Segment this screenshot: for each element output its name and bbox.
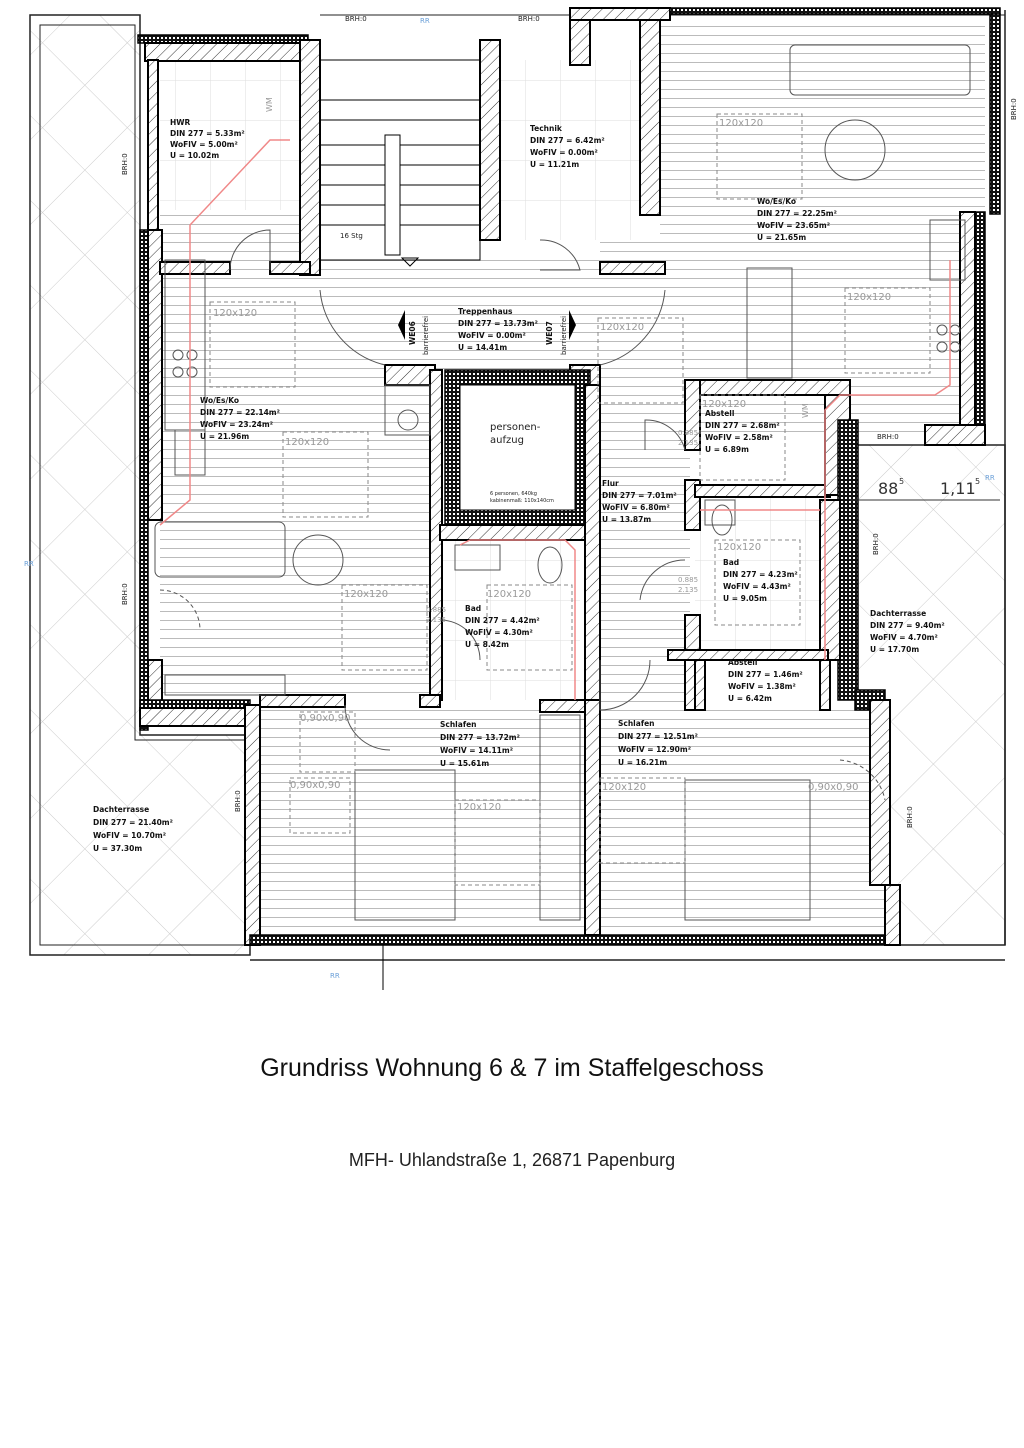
turn-circle-label: 120x120: [719, 118, 763, 129]
brh-label: BRH:0: [872, 533, 880, 555]
brh-labels: BRH:0 BRH:0 BRH:0 BRH:0 BRH:0 BRH:0 BRH:…: [121, 15, 1018, 828]
door-width: 0.885: [678, 576, 698, 584]
brh-label: BRH:0: [121, 153, 129, 175]
rr-label: RR: [420, 17, 430, 25]
entrance-we06: WE06 barrierefrei: [398, 310, 430, 355]
drain-markers: RR RR RR RR: [24, 17, 995, 980]
rr-label: RR: [24, 560, 34, 568]
brh-label: BRH:0: [906, 806, 914, 828]
staircase: 16 Stg: [319, 59, 481, 267]
brh-label: BRH:0: [121, 583, 129, 605]
turn-circle-label: 120x120: [717, 542, 761, 553]
pipes: [159, 139, 951, 700]
dimension-88-sup: 5: [899, 477, 904, 486]
dining-table: [746, 267, 793, 379]
turn-circle-label: 120x120: [344, 589, 388, 600]
dimension-111: 1,11: [940, 479, 976, 498]
turn-circle-label: 120x120: [602, 782, 646, 793]
shower-label: 0,90x0,90: [808, 782, 858, 793]
barrierefrei-label: barrierefrei: [560, 316, 568, 355]
walls: [137, 7, 1001, 946]
elevator-spec: 6 personen, 640kg: [490, 491, 537, 497]
turn-circle-label: 120x120: [600, 322, 644, 333]
plan-address: MFH- Uhlandstraße 1, 26871 Papenburg: [348, 1150, 676, 1170]
washing-machine-label: WM: [265, 97, 274, 112]
stairs-count-label: 16 Stg: [340, 232, 363, 240]
brh-label: BRH:0: [1010, 98, 1018, 120]
brh-label: BRH:0: [877, 433, 899, 441]
rr-label: RR: [985, 474, 995, 482]
coffee-table-right: [824, 119, 886, 181]
barrierefrei-label: barrierefrei: [422, 316, 430, 355]
door-height: 2.135: [678, 439, 698, 447]
shower-label: 0,90x0,90: [290, 780, 340, 791]
elevator-label-1: personen-: [490, 422, 541, 433]
floor-plan-drawing: 16 Stg 120x120 120x120: [24, 7, 1018, 990]
wardrobe: [539, 714, 581, 921]
turn-circle-label: 120x120: [285, 437, 329, 448]
coffee-table-left: [292, 534, 344, 586]
turn-circle-label: 120x120: [847, 292, 891, 303]
dimension-88: 88: [878, 479, 898, 498]
elevator-label-2: aufzug: [490, 435, 524, 446]
door-width: 0.885: [426, 606, 446, 614]
sofa-left: [154, 521, 286, 578]
brh-label: BRH:0: [345, 15, 367, 23]
washing-machine-label: WM: [801, 403, 810, 418]
sofa-right: [789, 44, 971, 96]
plan-caption: Grundriss Wohnung 6 & 7 im Staffelgescho…: [260, 1054, 764, 1082]
door-width: 0.885: [678, 429, 698, 437]
dimension-111-sup: 5: [975, 477, 980, 486]
rr-label: RR: [330, 972, 340, 980]
turning-areas: 120x120 120x120 120x120 120x120 120x120 …: [209, 113, 931, 886]
furniture: [154, 44, 971, 921]
doors: [159, 229, 886, 801]
entrance-we07: WE07 barrierefrei: [545, 310, 576, 355]
brh-label: BRH:0: [518, 15, 540, 23]
dimensions: 88 5 1,11 5 0.885 2.135 0.885 2.135 0.88…: [265, 97, 1000, 624]
we06-label: WE06: [408, 321, 417, 345]
brh-label: BRH:0: [234, 790, 242, 812]
we07-label: WE07: [545, 321, 554, 345]
door-height: 2.135: [678, 586, 698, 594]
elevator: personen- aufzug 6 personen, 640kg kabin…: [490, 422, 554, 504]
turn-circle-label: 120x120: [457, 802, 501, 813]
elevator-size: kabinenmaß: 110x140cm: [490, 498, 554, 504]
turn-circle-label: 120x120: [213, 308, 257, 319]
door-height: 2.135: [426, 616, 446, 624]
turn-circle-label: 120x120: [487, 589, 531, 600]
shower-label: 0,90x0,90: [300, 713, 350, 724]
turn-circle-label: 120x120: [702, 399, 746, 410]
